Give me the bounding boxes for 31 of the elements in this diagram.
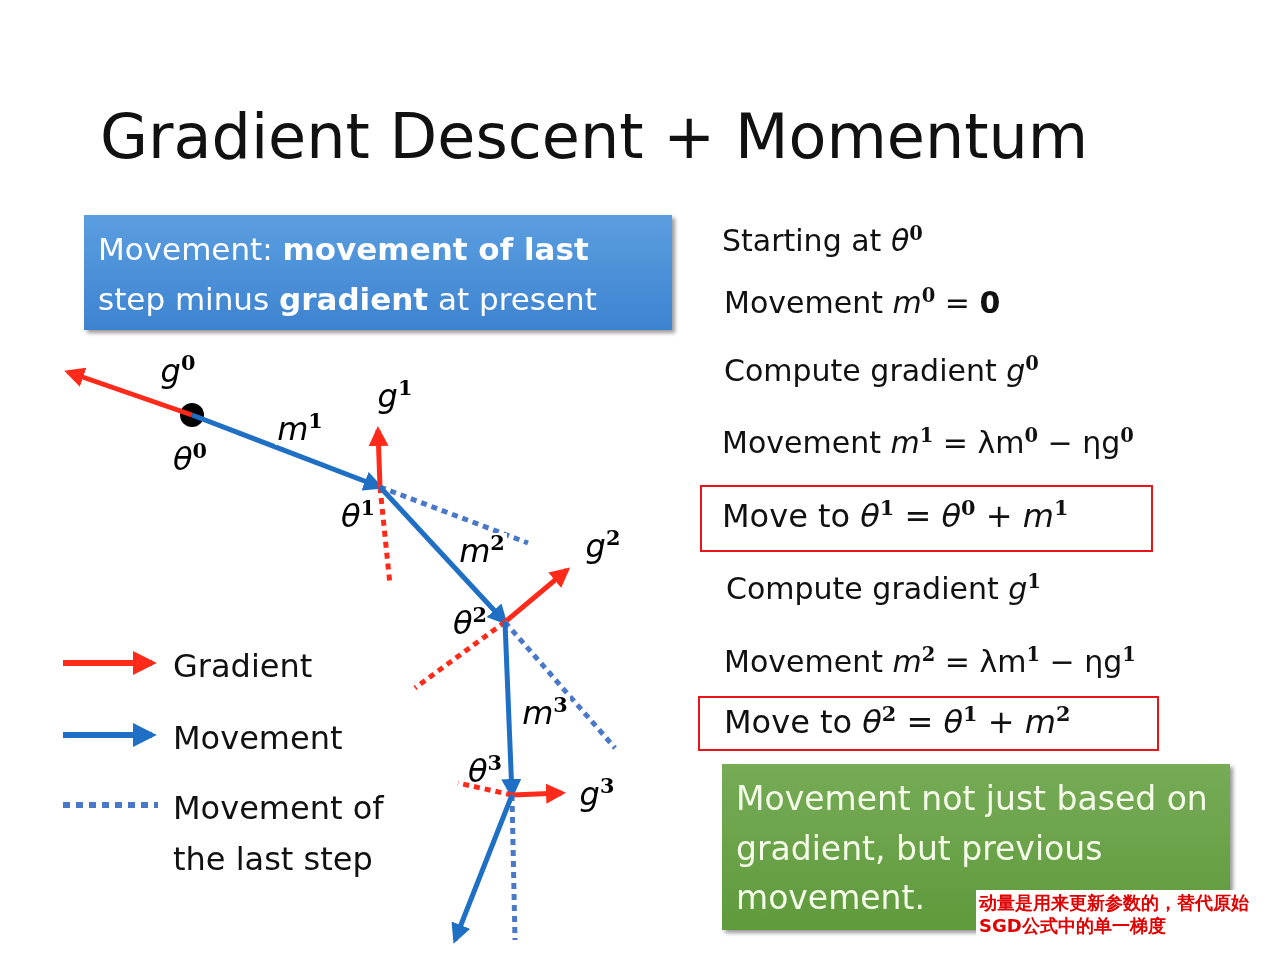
arrow xyxy=(451,794,515,944)
highlight-box: Move to θ$^{2}$ = θ$^{1}$ + m$^{2}$ xyxy=(698,696,1159,751)
edge-label: m$^{2}$ xyxy=(457,533,507,567)
arrow xyxy=(378,485,508,625)
point-label: θ$^{3}$ xyxy=(465,751,515,798)
dotted-line xyxy=(379,484,529,546)
dotted-line xyxy=(457,780,513,798)
legend-text: Movement xyxy=(173,718,344,759)
dotted-line xyxy=(509,794,518,941)
point-label: θ$^{1}$ xyxy=(338,484,383,534)
callout-box: Movement: movement of last step minus gradient at present xyxy=(84,215,672,330)
edge-label: g$^{3}$ xyxy=(577,776,617,810)
formula-text: Movement m$^{1}$ = λm$^{0}$ − ηg$^{0}$ xyxy=(722,424,1134,460)
formula-text: Compute gradient g$^{0}$ xyxy=(724,352,1039,388)
legend-text: Gradient xyxy=(173,646,314,687)
arrow xyxy=(368,426,389,488)
arrow xyxy=(64,367,193,418)
point-label: θ$^{2}$ xyxy=(450,603,508,641)
legend-text: Movement of the last step xyxy=(173,788,385,881)
formula-text: Compute gradient g$^{1}$ xyxy=(726,570,1041,606)
highlight-box: Move to θ$^{1}$ = θ$^{0}$ + m$^{1}$ xyxy=(700,485,1153,552)
arrow xyxy=(511,783,566,804)
formula-text: Movement m$^{2}$ = λm$^{1}$ − ηg$^{1}$ xyxy=(724,643,1136,679)
dotted-line xyxy=(503,620,617,750)
arrow xyxy=(503,567,571,624)
slide-title: Gradient Descent + Momentum xyxy=(100,100,1089,173)
formula-text: Movement m$^{0}$ = 0 xyxy=(724,284,1001,320)
formula-text: Starting at θ$^{0}$ xyxy=(722,222,923,258)
point-label: θ$^{0}$ xyxy=(170,412,210,477)
edge-label: g$^{0}$ xyxy=(158,353,198,387)
dotted-line xyxy=(413,620,507,690)
